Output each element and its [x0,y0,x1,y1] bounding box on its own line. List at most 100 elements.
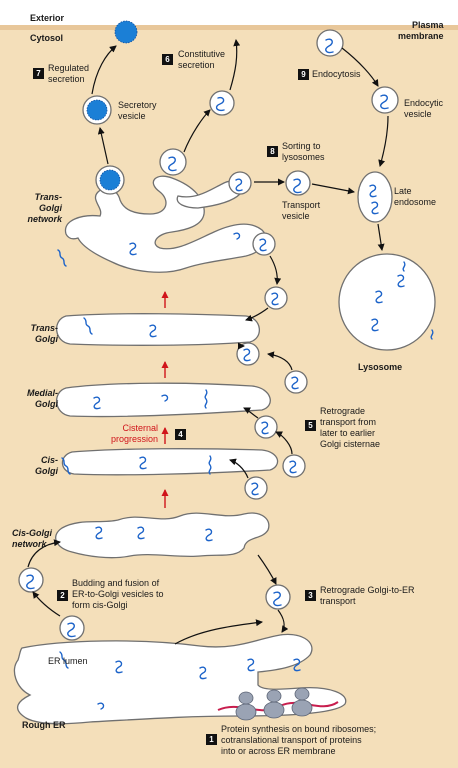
protein-squiggle [199,666,207,680]
protein-squiggle [235,178,243,192]
protein-squiggle [26,574,35,590]
protein-squiggle [95,526,103,540]
transport-vesicle [285,170,311,196]
protein-squiggle [139,456,147,470]
ribosome [266,689,282,703]
step-8-text: Sorting to lysosomes [282,141,325,162]
cis-golgi-cisterna [61,448,279,476]
protein-squiggle [325,38,334,54]
vesicle-tgn-right [228,171,252,195]
arrow-retro-cis2 [275,431,293,455]
protein-squiggle [293,178,302,194]
arrow-endocytic-to-endosome [378,115,389,167]
lysosome [338,253,436,351]
protein-squiggle [168,156,177,172]
protein-squiggle [149,324,157,338]
protein-squiggle [208,455,212,475]
granule-exterior [114,20,138,44]
arrow-step1-to-er [174,619,263,645]
plasma-membrane [0,25,458,30]
ribosome [263,701,285,719]
step-7-text: Regulated secretion [48,63,90,84]
protein-squiggle [375,290,383,304]
granule-tgn [99,169,121,191]
arrow-constitutive-out [229,39,241,91]
cisternal-progression-label: Cisternal progression [110,423,158,444]
step-2-badge: 2 [57,590,68,601]
endocytic-vesicle-label: Endocytic vesicle [404,98,444,119]
step-9-badge: 9 [298,69,309,80]
step-3-badge: 3 [305,590,316,601]
step-6-text: Constitutive secretion [178,49,226,70]
protein-squiggle [380,94,389,110]
protein-squiggle [289,460,297,474]
exterior-label: Exterior [30,13,65,23]
step-8-badge: 8 [267,146,278,157]
step-5-badge: 5 [305,420,316,431]
ribosome [291,699,313,717]
protein-squiggle [233,232,241,240]
protein-squiggle [430,329,434,340]
protein-squiggle [93,396,101,410]
arrow-endosome-to-lysosome [377,223,385,251]
ribosome [238,691,254,705]
protein-squiggle [251,482,259,496]
arrow-vesicle-to-cgn [27,539,61,568]
transport-vesicle-label: Transport vesicle [282,200,321,221]
granule-secretory-vesicle [86,99,108,121]
protein-squiggle [273,591,282,607]
protein-squiggle [402,261,406,272]
rough-er [13,633,347,725]
step-2-text: Budding and fusion of ER-to-Golgi vesicl… [72,578,164,610]
protein-squiggle [291,376,299,390]
protein-squiggle [59,651,69,669]
step-3-text: Retrograde Golgi-to-ER transport [320,585,415,606]
protein-squiggle [67,622,76,638]
vesicle-3a [265,584,291,610]
protein-squiggle [271,292,279,306]
er-lumen-label: ER lumen [48,656,88,666]
protein-squiggle [261,421,269,435]
step-4-badge: 4 [175,429,186,440]
plasma-membrane-label: Plasma membrane [398,20,444,41]
rough-er-label: Rough ER [22,720,66,730]
ribosome [294,687,310,701]
arrow-retro-trans2 [245,307,269,322]
protein-squiggle [115,660,123,674]
ribosome [235,703,257,721]
protein-squiggle [369,184,377,198]
vesicle-budding-tgn [159,148,187,176]
arrow-retro-medial2 [267,351,293,371]
protein-squiggle [293,658,301,672]
protein-squiggle [129,242,137,256]
medial-golgi-cisterna [56,382,271,418]
step-6-badge: 6 [162,54,173,65]
arrow-retro-medial [243,407,259,419]
arrow-regulated-out [91,45,117,95]
vesicle-endocytosis-membrane [316,29,344,57]
endocytic-vesicle [371,86,399,114]
arrow-retro-to-er [277,609,289,633]
protein-squiggle [397,274,405,288]
trans-golgi-label: Trans- Golgi [30,323,58,344]
protein-squiggle [137,526,145,540]
protein-squiggle [215,96,225,112]
step-5-text: Retrograde transport from later to earli… [320,406,381,449]
protein-squiggle [243,348,251,362]
protein-squiggle [57,249,67,267]
late-endosome-label: Late endosome [394,186,437,207]
protein-squiggle [259,238,267,252]
arrow-retro-cis [229,458,249,479]
arrow-transport-to-endosome [311,183,355,195]
cis-golgi-network-label: Cis-Golgi network [12,528,52,549]
protein-squiggle [97,702,105,710]
step-7-badge: 7 [33,68,44,79]
protein-squiggle [371,318,379,332]
step-1-text: Protein synthesis on bound ribosomes; co… [221,724,377,756]
secretory-vesicle-label: Secretory vesicle [118,100,157,121]
protein-squiggle [161,394,169,402]
trans-golgi-cisterna [56,313,260,346]
cytosol-label: Cytosol [30,33,64,43]
